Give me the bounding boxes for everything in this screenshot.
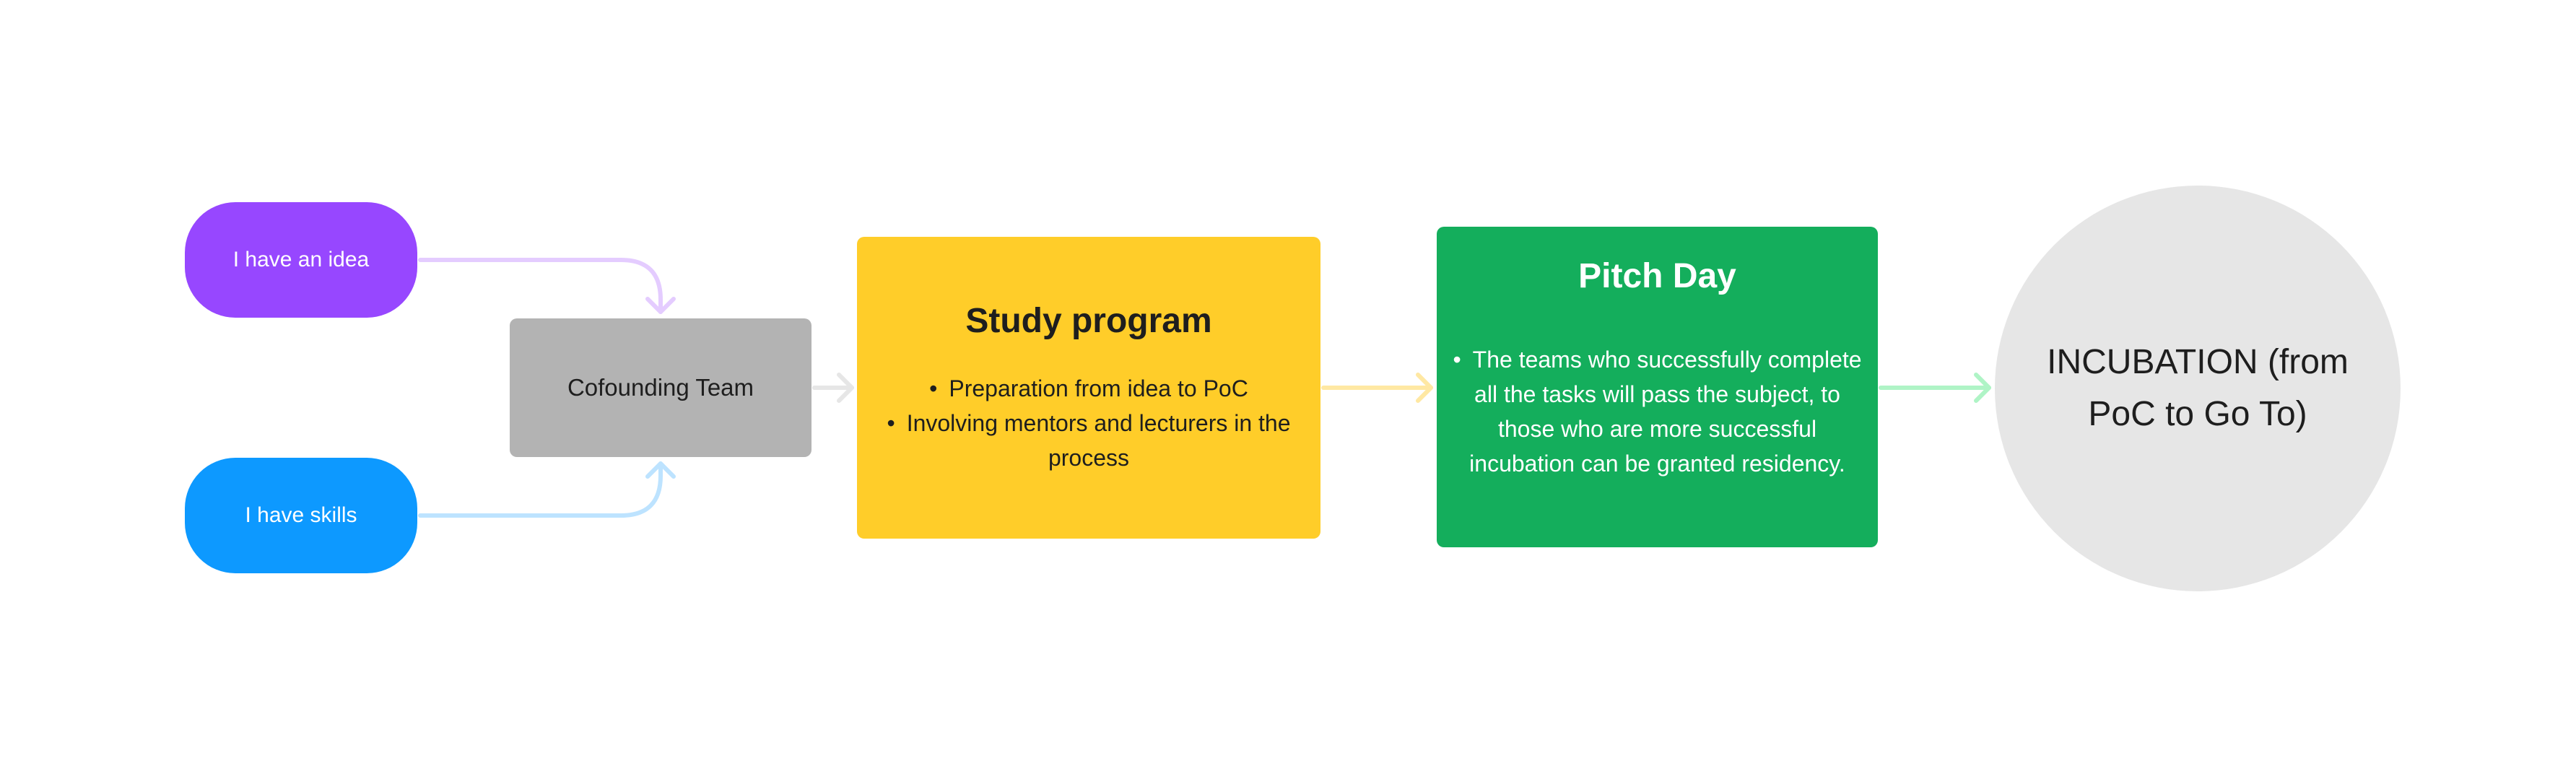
cofounding-team-node: Cofounding Team (510, 318, 811, 457)
pitch-bullet: The teams who successfully complete all … (1451, 342, 1863, 481)
incubation-label: INCUBATION (from PoC to Go To) (2047, 343, 2349, 433)
study-bullet: Involving mentors and lecturers in the p… (871, 406, 1306, 475)
idea-label: I have an idea (232, 248, 370, 271)
study-bullet: Preparation from idea to PoC (871, 371, 1306, 406)
skills-label: I have skills (245, 503, 357, 527)
pitch-day-title: Pitch Day (1578, 257, 1736, 295)
study-program-title: Study program (965, 302, 1212, 341)
pitch-day-bullets: The teams who successfully complete all … (1437, 342, 1878, 481)
connector-team-to-study (812, 373, 854, 403)
connector-pitch-to-incubation (1879, 373, 1991, 403)
study-program-bullets: Preparation from idea to PoC Involving m… (857, 371, 1320, 475)
connector-skills-to-team (418, 461, 676, 518)
study-program-node: Study program Preparation from idea to P… (857, 237, 1320, 539)
pitch-day-node: Pitch Day The teams who successfully com… (1437, 227, 1878, 547)
team-label: Cofounding Team (567, 374, 754, 401)
idea-node: I have an idea (185, 202, 417, 318)
connector-idea-to-team (418, 258, 676, 314)
incubation-node: INCUBATION (from PoC to Go To) (1995, 186, 2401, 591)
connector-study-to-pitch (1321, 373, 1433, 403)
skills-node: I have skills (185, 458, 417, 573)
